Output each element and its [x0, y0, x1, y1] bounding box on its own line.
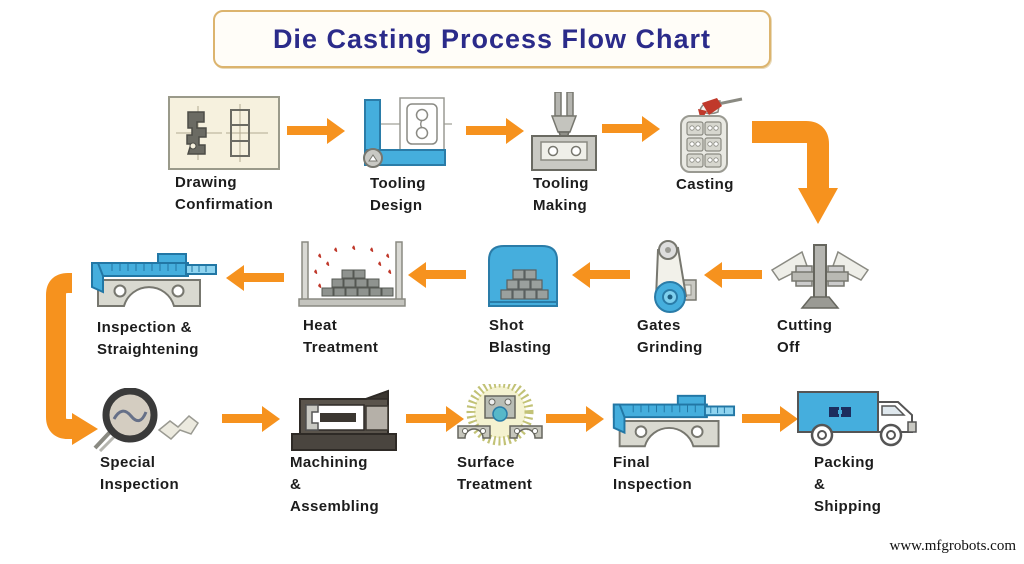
step-label: Machining & Assembling	[290, 454, 380, 515]
arrow-left	[408, 262, 466, 288]
caliper-icon	[606, 390, 738, 459]
title-box: Die Casting Process Flow Chart	[213, 10, 771, 68]
blast-chamber-icon	[484, 240, 562, 313]
arrow-left	[704, 262, 762, 288]
page-title: Die Casting Process Flow Chart	[272, 23, 712, 54]
step-label: Heat Treatment	[303, 317, 379, 356]
mold-pouring-icon	[672, 94, 744, 179]
arrow-right	[466, 118, 524, 144]
arrow-right	[546, 406, 604, 432]
belt-grinder-icon	[634, 238, 704, 323]
cutting-press-icon	[770, 240, 870, 319]
arrow-left	[572, 262, 630, 288]
step-label: Surface Treatment	[457, 454, 533, 493]
step-label: Shot Blasting	[489, 317, 552, 356]
step-label: Packing & Shipping	[814, 454, 882, 515]
arrow-right	[742, 406, 798, 432]
arrow-right	[602, 116, 660, 142]
blueprint-icon	[168, 96, 280, 175]
step-label: Gates Grinding	[637, 317, 703, 356]
step-label: Inspection & Straightening	[97, 319, 199, 358]
step-label: Drawing Confirmation	[175, 174, 274, 213]
furnace-tray-icon	[298, 240, 406, 313]
caliper-icon	[86, 248, 218, 319]
arrow-elbow-down	[752, 121, 838, 224]
arrow-elbow-down-right	[46, 273, 98, 445]
watermark: www.mfgrobots.com	[889, 538, 1016, 554]
arrow-left	[226, 265, 284, 291]
arrow-right	[222, 406, 280, 432]
drilling-machine-icon	[526, 91, 602, 181]
step-label: Tooling Design	[370, 175, 426, 214]
magnifier-icon	[88, 387, 204, 457]
step-label: Cutting Off	[777, 317, 833, 356]
step-label: Final Inspection	[613, 454, 693, 493]
lathe-icon	[290, 386, 402, 457]
step-label: Casting	[676, 176, 734, 193]
glowing-part-icon	[452, 378, 548, 461]
truck-icon	[794, 388, 924, 455]
step-label: Special Inspection	[100, 454, 180, 493]
arrow-right	[287, 118, 345, 144]
l-square-icon	[352, 94, 452, 177]
step-label: Tooling Making	[533, 175, 589, 214]
